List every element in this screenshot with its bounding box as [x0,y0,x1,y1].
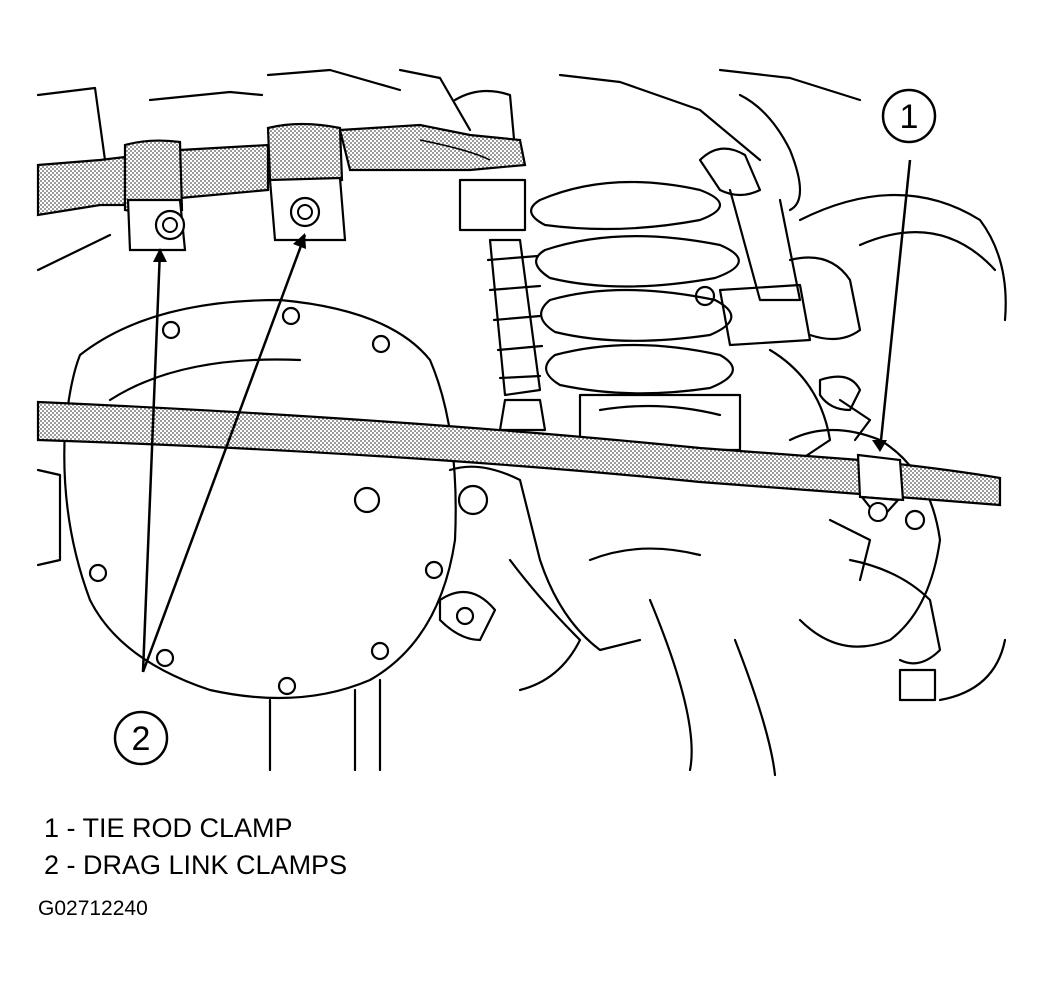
leader-line-2b [141,234,307,673]
callout-1-number: 1 [900,98,919,136]
frame-rails [36,68,862,272]
leader-line-1 [878,159,912,451]
legend-item-drag-link-clamps: 2 - DRAG LINK CLAMPS [44,850,348,880]
legend: 1 - TIE ROD CLAMP 2 - DRAG LINK CLAMPS [44,810,347,884]
coil-spring [530,180,742,452]
leader-line-2a [141,249,162,673]
pitman-arm [694,93,862,462]
drag-link [36,123,527,217]
leader-arrow-2b [293,233,306,249]
axle-housing [438,465,702,692]
differential-cover [36,298,457,772]
tie-rod-clamp [856,453,905,522]
leader-arrow-1 [872,440,887,452]
callout-2: 2 [113,710,169,766]
wheel [648,194,1007,777]
shock-absorber [453,89,547,432]
suspension-illustration: 1 2 [36,68,1007,777]
callout-1: 1 [881,88,937,144]
legend-item-tie-rod-clamp: 1 - TIE ROD CLAMP [44,813,293,843]
figure-id: G02712240 [38,897,148,920]
leader-arrow-2a [153,248,167,262]
tie-rod [36,400,1002,507]
drag-link-clamp-left [123,139,187,252]
callout-2-number: 2 [132,720,151,758]
drag-link-clamp-right [266,122,347,242]
steering-knuckle [788,375,942,702]
